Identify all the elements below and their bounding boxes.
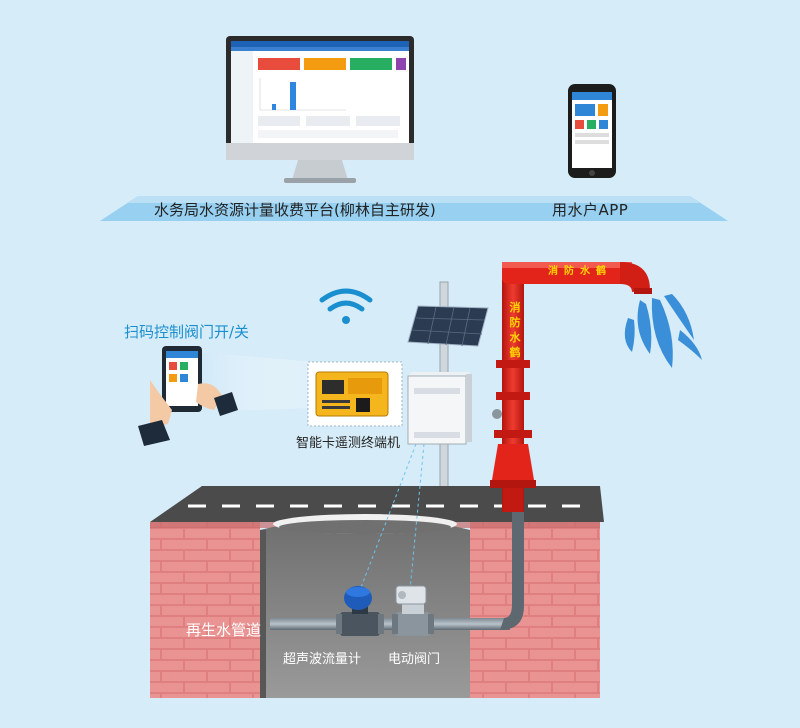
valve-label: 电动阀门 (388, 652, 441, 667)
scan-control-label: 扫码控制阀门开/关 (124, 323, 250, 341)
phone-icon (568, 84, 616, 178)
electric-valve-device (392, 585, 434, 636)
wifi-icon (319, 288, 373, 324)
monitor-icon (226, 36, 414, 183)
tablet-icon (138, 346, 316, 446)
reclaimed-water-pipe (270, 618, 510, 630)
road (150, 486, 604, 522)
right-brick-wall (470, 522, 600, 698)
hydrant-vertical-text: 消防水鹤 (509, 301, 521, 359)
flowmeter-device (336, 586, 384, 636)
hydrant-arm-text: 消防水鹤 (548, 266, 612, 277)
left-brick-wall (150, 522, 260, 698)
app-label: 用水户APP (552, 201, 629, 219)
pipe-label: 再生水管道 (186, 621, 262, 639)
platform-label: 水务局水资源计量收费平台(柳林自主研发) (154, 201, 436, 219)
terminal-label: 智能卡遥测终端机 (296, 436, 401, 451)
control-box-icon (407, 372, 472, 445)
fire-hydrant-crane (490, 262, 652, 512)
flowmeter-label: 超声波流量计 (283, 652, 362, 667)
platform-banner (100, 196, 728, 221)
water-splash-icon (624, 294, 702, 368)
terminal-device-icon (307, 361, 403, 427)
